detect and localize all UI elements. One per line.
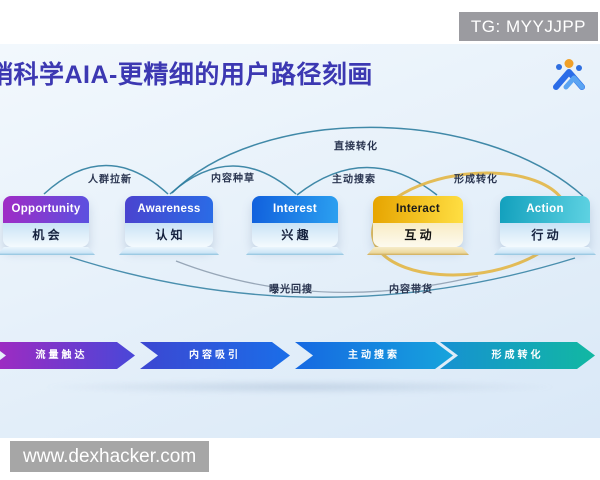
stage-awareness-zh-label: 认 知 bbox=[125, 223, 213, 247]
arc-label-direct-conversion: 直接转化 bbox=[334, 141, 378, 153]
stage-awareness-base bbox=[119, 247, 219, 255]
stage-interest-base bbox=[246, 247, 344, 255]
stage-action-zh-label: 行 动 bbox=[500, 223, 590, 247]
stage-interest: Interest 兴 趣 bbox=[246, 196, 344, 255]
funnel-step-content-attract: 内容吸引 bbox=[140, 342, 290, 369]
stage-action-en-label: Action bbox=[500, 196, 590, 223]
funnel-reflection-shadow bbox=[40, 380, 560, 394]
stage-interact-en-label: Interact bbox=[373, 196, 463, 223]
tg-contact-badge: TG: MYYJJPP bbox=[458, 12, 598, 41]
stage-interest-en-label: Interest bbox=[252, 196, 338, 223]
stage-opportunity-en-label: Opportunity bbox=[3, 196, 89, 223]
stage-action: Action 行 动 bbox=[494, 196, 596, 255]
arc-label-exposure-research: 曝光回搜 bbox=[269, 284, 313, 296]
arc-label-audience-acquisition: 人群拉新 bbox=[88, 174, 132, 186]
arc-content-commerce bbox=[69, 256, 576, 298]
stage-awareness: Awareness 认 知 bbox=[119, 196, 219, 255]
funnel-step-forming-conversion: 形成转化 bbox=[440, 342, 595, 369]
stage-action-base bbox=[494, 247, 596, 255]
funnel-step-active-search: 主动搜索 bbox=[295, 342, 453, 369]
stage-interact: Interact 互 动 bbox=[367, 196, 469, 255]
slide-canvas: 销科学AIA-更精细的用户路径刻画 人群拉新 内容种草 主动搜索 直接转化 形成… bbox=[0, 44, 600, 438]
stage-opportunity-zh-label: 机 会 bbox=[3, 223, 89, 247]
watermark-url: www.dexhacker.com bbox=[10, 441, 210, 472]
arc-label-content-commerce: 内容带货 bbox=[389, 284, 433, 296]
stage-awareness-en-label: Awareness bbox=[125, 196, 213, 223]
stage-opportunity-base bbox=[0, 247, 95, 255]
arc-label-content-seeding: 内容种草 bbox=[211, 173, 255, 185]
stage-interact-zh-label: 互 动 bbox=[373, 223, 463, 247]
arc-label-forming-conversion: 形成转化 bbox=[454, 174, 498, 186]
funnel-step-traffic-reach: 流量触达 bbox=[0, 342, 135, 369]
slide-title: 销科学AIA-更精细的用户路径刻画 bbox=[0, 61, 373, 89]
stage-interest-zh-label: 兴 趣 bbox=[252, 223, 338, 247]
stage-opportunity: Opportunity 机 会 bbox=[0, 196, 95, 255]
arc-label-active-search: 主动搜索 bbox=[332, 174, 376, 186]
stage-interact-base bbox=[367, 247, 469, 255]
brand-logo-icon bbox=[553, 59, 585, 90]
